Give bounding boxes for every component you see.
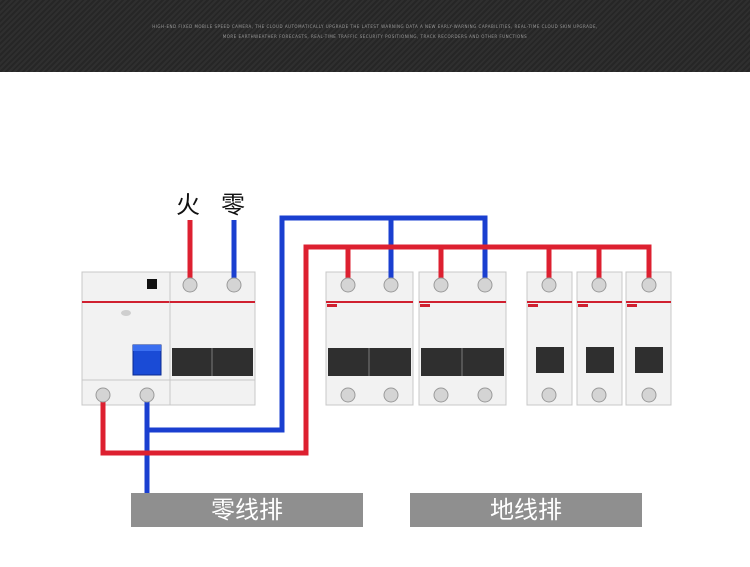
breaker-1p-1-handle (536, 347, 564, 373)
neutral-terminal-label: 零 (221, 191, 245, 219)
rcd-module (81, 271, 171, 406)
neutral-wiring (144, 215, 488, 505)
breaker-2p-1 (325, 271, 414, 406)
breaker-1p-1 (526, 271, 573, 406)
breaker-2p-2 (418, 271, 507, 406)
terminal-screws (95, 277, 657, 403)
banner-text-line-1: HIGH-END FIXED MOBILE SPEED CAMERA, THE … (152, 24, 598, 29)
header-banner: HIGH-END FIXED MOBILE SPEED CAMERA, THE … (0, 0, 750, 72)
live-terminal-label: 火 (176, 191, 200, 219)
breaker-1p-2 (576, 271, 623, 406)
rcd-indicator (147, 279, 157, 289)
main-breaker-2p (169, 271, 256, 406)
breaker-1p-2-handle (586, 347, 614, 373)
neutral-busbar-label: 零线排 (131, 493, 363, 527)
banner-text-line-2: MORE EARTHWEATHER FORECASTS, REAL-TIME T… (222, 34, 528, 39)
live-wiring (100, 220, 652, 456)
breaker-1p-3 (625, 271, 672, 406)
wiring-diagram (81, 215, 672, 505)
breaker-1p-3-handle (635, 347, 663, 373)
ground-busbar-label: 地线排 (410, 493, 642, 527)
rcd-test-button (121, 310, 131, 316)
